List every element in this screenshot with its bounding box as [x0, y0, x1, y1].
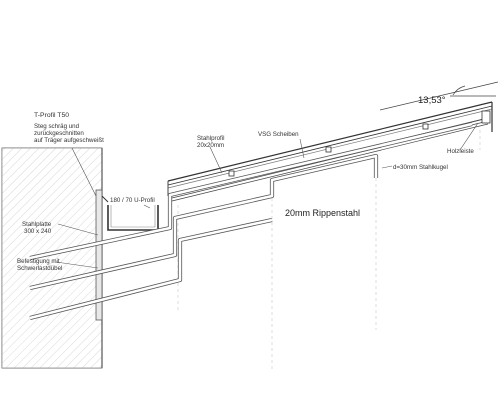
- label-t-profil: T-Profil T50: [34, 112, 70, 119]
- label-stahlkugel: d=30mm Stahlkugel: [393, 164, 448, 171]
- label-steg-3: auf Träger aufgeschweißt: [34, 137, 104, 144]
- label-holzleiste: Holzleiste: [447, 148, 474, 155]
- label-vsg: VSG Scheiben: [258, 131, 299, 138]
- wall: [1, 147, 103, 369]
- steel-balls: [228, 123, 429, 177]
- label-steg-2: zurückgeschnitten: [34, 130, 84, 137]
- label-u-profil: 180 / 70 U-Profil: [110, 197, 155, 204]
- label-rippenstahl: 20mm Rippenstahl: [285, 208, 361, 218]
- u-profile: [107, 205, 159, 231]
- leader-lines: [55, 122, 479, 269]
- label-stahlprofil-2: 20x20mm: [197, 142, 225, 149]
- label-stahlplatte-1: Stahlplatte: [22, 221, 52, 228]
- label-befestigung-2: Schwerlastdübel: [17, 265, 63, 272]
- label-stahlprofil-1: Stahlprofil: [197, 135, 225, 142]
- label-angle: 13,53°: [418, 95, 446, 106]
- wood-strip: [481, 110, 491, 124]
- reference-lines: [177, 130, 481, 370]
- label-stahlplatte-2: 300 x 240: [24, 228, 52, 235]
- t-profile: [101, 195, 109, 203]
- steel-plate: [95, 189, 103, 321]
- angle-dimension: [379, 81, 499, 111]
- label-befestigung-1: Befestigung mit: [17, 258, 60, 265]
- label-steg-1: Steg schräg und: [34, 123, 80, 130]
